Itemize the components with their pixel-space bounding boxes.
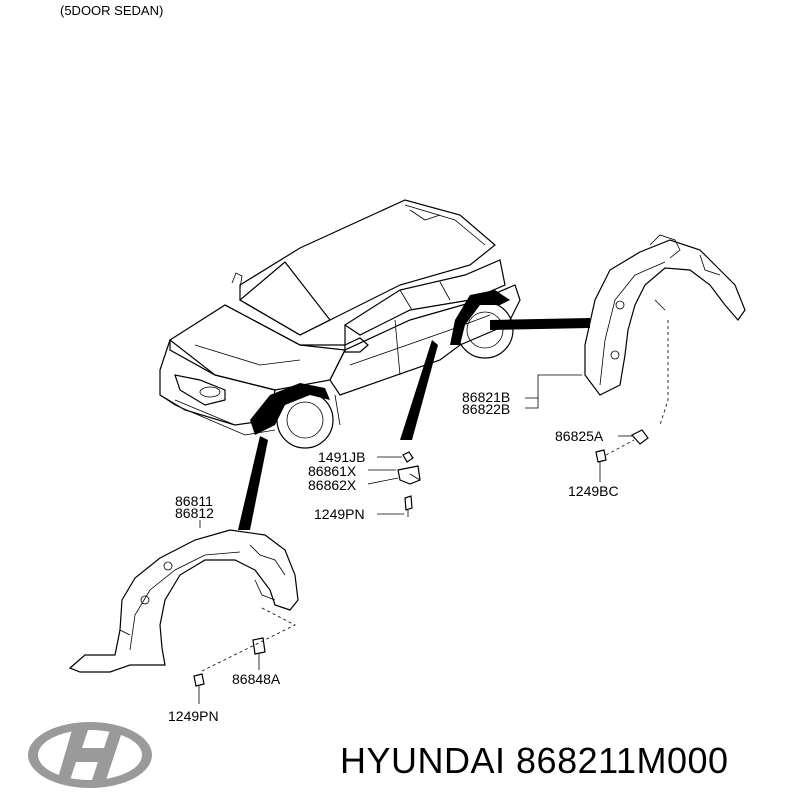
rear-wheel-liner xyxy=(584,234,746,396)
label-86861X: 86861X xyxy=(308,463,357,479)
front-wheel-liner xyxy=(68,529,299,673)
label-1491JB: 1491JB xyxy=(318,449,366,465)
rear-leader-wedge xyxy=(490,318,590,330)
front-screw-1249PN xyxy=(193,673,205,704)
label-1249PN-front: 1249PN xyxy=(168,708,219,724)
front-clip-86848A xyxy=(252,637,266,655)
mid-bracket-86861X xyxy=(397,465,421,485)
label-86811: 86811 xyxy=(175,493,213,509)
variant-title: (5DOOR SEDAN) xyxy=(60,3,164,18)
label-86822B: 86822B xyxy=(462,401,511,417)
hyundai-logo-icon xyxy=(28,722,152,788)
mid-leader-wedge xyxy=(400,340,438,440)
label-86821B: 86821B xyxy=(462,389,511,405)
front-dash-line xyxy=(199,607,296,673)
rear-clip-86825A xyxy=(631,429,649,445)
label-86848A: 86848A xyxy=(232,671,281,687)
label-86825A: 86825A xyxy=(555,428,604,444)
label-86862X: 86862X xyxy=(308,477,357,493)
car-illustration xyxy=(159,199,521,449)
label-1249PN-mid: 1249PN xyxy=(314,506,365,522)
label-1249BC: 1249BC xyxy=(568,483,619,499)
mid-screw-1249PN xyxy=(404,495,413,517)
rear-hw-dash xyxy=(605,439,635,456)
rear-dash-line xyxy=(659,320,669,426)
mid-clip-1491JB xyxy=(402,451,414,463)
label-86812: 86812 xyxy=(175,505,214,521)
part-number-caption: HYUNDAI 868211M000 xyxy=(340,740,729,781)
front-leader-wedge xyxy=(238,436,268,530)
rear-screw-1249BC xyxy=(595,449,607,472)
